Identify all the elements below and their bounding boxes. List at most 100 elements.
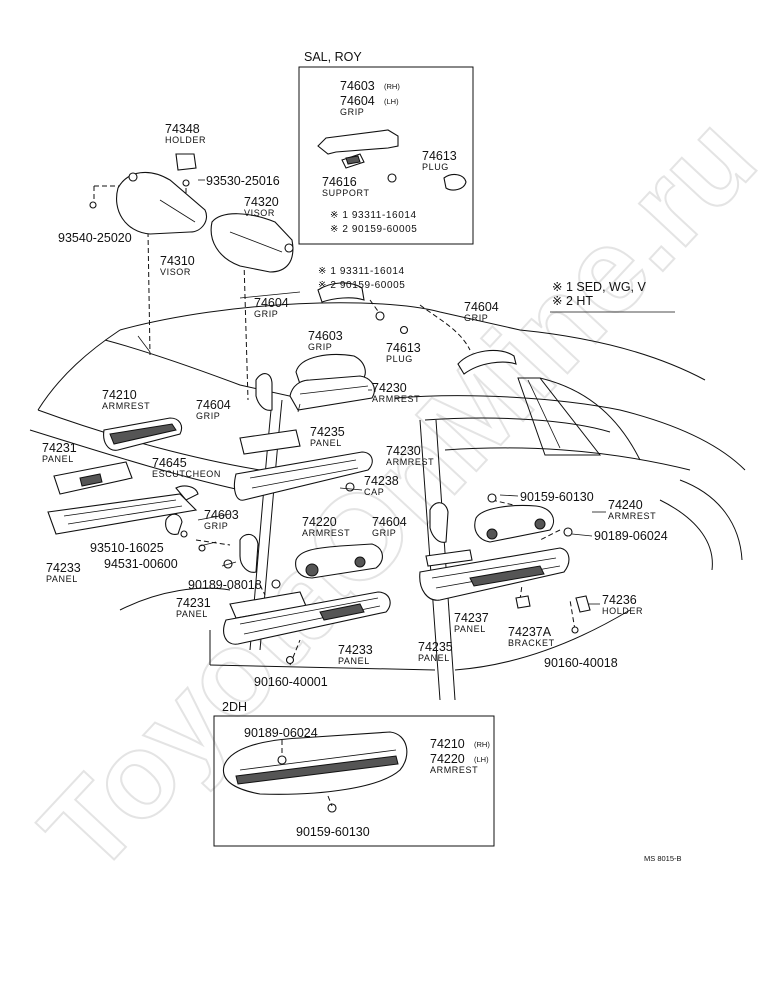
label-labels-panel-74231-b-no: 74231 bbox=[176, 596, 211, 610]
label-labels-armrest-74220-name: ARMREST bbox=[302, 528, 350, 538]
label-labels-armrest-74210-name: ARMREST bbox=[102, 401, 150, 411]
label-labels-grip-74604-b-no: 74604 bbox=[464, 300, 499, 314]
armrest-74230-b-shape bbox=[233, 451, 373, 501]
label-labels-armrest-74230-a-name: ARMREST bbox=[372, 394, 420, 404]
label-labels-grip-74604-c-no: 74604 bbox=[196, 398, 231, 412]
holder-74236-shape bbox=[575, 595, 591, 613]
panel-74233-b-shape bbox=[223, 591, 391, 645]
label-boxes-dh2-armrest-lh: 74220 bbox=[430, 752, 465, 766]
label-labels-armrest-74230-b-no: 74230 bbox=[386, 444, 421, 458]
label-labels-grip-74603-a-name: GRIP bbox=[308, 342, 332, 352]
label-boxes-sal-roy-screw1: ※ 1 93311-16014 bbox=[330, 210, 417, 221]
label-labels-grip-74604-b-name: GRIP bbox=[464, 313, 488, 323]
label-labels-panel-74235-a-no: 74235 bbox=[310, 425, 345, 439]
label-screw-notes-line1: ※ 1 93311-16014 bbox=[318, 266, 405, 277]
label-labels-p90189-08018-no: 90189-08018 bbox=[188, 578, 262, 592]
label-labels-grip-74604-a-no: 74604 bbox=[254, 296, 289, 310]
label-labels-escutcheon-74645-name: ESCUTCHEON bbox=[152, 469, 221, 479]
label-labels-p93540-no: 93540-25020 bbox=[58, 231, 132, 245]
2dh-title: 2DH bbox=[222, 700, 247, 714]
sal-roy-inset: SAL, ROY 74603 (RH) 74604 (LH) GRIP 7461… bbox=[298, 50, 474, 245]
label-boxes-dh2-armrest-rh: 74210 bbox=[430, 737, 465, 751]
label-pointers bbox=[197, 179, 606, 605]
label-labels-p93510-no: 93510-16025 bbox=[90, 541, 164, 555]
label-labels-holder-74236-name: HOLDER bbox=[602, 606, 643, 616]
label-boxes-sal-roy-plug-name: PLUG bbox=[422, 162, 449, 172]
escutcheon-74645-shape bbox=[175, 485, 199, 501]
visor-74320-shape bbox=[210, 213, 294, 273]
label-labels-visor-74310-no: 74310 bbox=[160, 254, 195, 268]
label-boxes-sal-roy-plug-no: 74613 bbox=[422, 149, 457, 163]
grip-74603-b-shape bbox=[165, 513, 183, 535]
label-labels-plug-74613-no: 74613 bbox=[386, 341, 421, 355]
label-labels-cap-74238-name: CAP bbox=[364, 487, 384, 497]
label-boxes-dh2-armrest-rh-side: (RH) bbox=[474, 740, 490, 749]
bracket-74237A-shape bbox=[515, 595, 531, 609]
label-boxes-dh2-armrest-name: ARMREST bbox=[430, 765, 478, 775]
legend-item-1: ※ 1 SED, WG, V bbox=[552, 280, 646, 294]
label-boxes-dh2-screw-top: 90189-06024 bbox=[244, 726, 318, 740]
part-drawings bbox=[47, 129, 591, 813]
label-boxes-sal-roy-grip-lh: 74604 bbox=[340, 94, 375, 108]
sal-roy-title: SAL, ROY bbox=[304, 50, 362, 64]
part-labels: 74348 HOLDER 93530-25016 93540-25020 743… bbox=[42, 122, 668, 689]
legend: ※ 1 SED, WG, V ※ 2 HT bbox=[550, 280, 675, 313]
label-boxes-sal-roy-support-no: 74616 bbox=[322, 175, 357, 189]
label-boxes-dh2-armrest-lh-side: (LH) bbox=[474, 755, 489, 764]
label-labels-armrest-74240-name: ARMREST bbox=[608, 511, 656, 521]
label-labels-armrest-74210-no: 74210 bbox=[102, 388, 137, 402]
label-boxes-sal-roy-support-name: SUPPORT bbox=[322, 188, 370, 198]
label-labels-holder-74348-no: 74348 bbox=[165, 122, 200, 136]
label-labels-holder-74348-name: HOLDER bbox=[165, 135, 206, 145]
label-boxes-sal-roy-grip-rh: 74603 bbox=[340, 79, 375, 93]
panel-74235-a-shape bbox=[239, 429, 301, 455]
2dh-inset: 2DH 90189-06024 74210 (RH) 74220 (LH) AR… bbox=[213, 700, 495, 847]
visor-74310-shape bbox=[116, 171, 208, 235]
legend-item-2: ※ 2 HT bbox=[552, 294, 593, 308]
cap-74238-shape bbox=[345, 482, 355, 492]
label-labels-visor-74320-no: 74320 bbox=[244, 195, 279, 209]
label-labels-armrest-74230-b-name: ARMREST bbox=[386, 457, 434, 467]
label-labels-p90159-60130-no: 90159-60130 bbox=[520, 490, 594, 504]
label-boxes-dh2-screw-bottom: 90159-60130 bbox=[296, 825, 370, 839]
label-labels-panel-74231-a-no: 74231 bbox=[42, 441, 77, 455]
label-labels-visor-74320-name: VISOR bbox=[244, 208, 275, 218]
label-labels-escutcheon-74645-no: 74645 bbox=[152, 456, 187, 470]
label-labels-grip-74604-d-name: GRIP bbox=[372, 528, 396, 538]
label-labels-p90189-06024-no: 90189-06024 bbox=[594, 529, 668, 543]
label-labels-grip-74603-b-no: 74603 bbox=[204, 508, 239, 522]
label-labels-panel-74231-a-name: PANEL bbox=[42, 454, 74, 464]
label-labels-panel-74235-b-no: 74235 bbox=[418, 640, 453, 654]
label-labels-bracket-74237A-no: 74237A bbox=[508, 625, 552, 639]
label-labels-grip-74604-d-no: 74604 bbox=[372, 515, 407, 529]
screw-notes: ※ 1 93311-16014 ※ 2 90159-60005 bbox=[318, 266, 405, 291]
label-labels-panel-74237-name: PANEL bbox=[454, 624, 486, 634]
label-labels-cap-74238-no: 74238 bbox=[364, 474, 399, 488]
label-labels-armrest-74240-no: 74240 bbox=[608, 498, 643, 512]
label-boxes-sal-roy-grip-rh-side: (RH) bbox=[384, 82, 400, 91]
grip-74604-c-shape bbox=[255, 373, 273, 411]
label-screw-notes-line2: ※ 2 90159-60005 bbox=[318, 280, 405, 291]
holder-74348-shape bbox=[175, 153, 197, 171]
label-labels-grip-74604-a-name: GRIP bbox=[254, 309, 278, 319]
label-labels-panel-74233-b-no: 74233 bbox=[338, 643, 373, 657]
label-labels-grip-74604-c-name: GRIP bbox=[196, 411, 220, 421]
label-labels-p90160-40001-no: 90160-40001 bbox=[254, 675, 328, 689]
label-labels-p93530-no: 93530-25016 bbox=[206, 174, 280, 188]
panel-74235-b-shape bbox=[425, 549, 473, 567]
label-boxes-sal-roy-grip-lh-side: (LH) bbox=[384, 97, 399, 106]
label-labels-panel-74231-b-name: PANEL bbox=[176, 609, 208, 619]
label-labels-panel-74233-a-no: 74233 bbox=[46, 561, 81, 575]
label-labels-grip-74603-b-name: GRIP bbox=[204, 521, 228, 531]
label-labels-plug-74613-name: PLUG bbox=[386, 354, 413, 364]
label-boxes-sal-roy-grip-name: GRIP bbox=[340, 107, 364, 117]
grip-74604-a-shape bbox=[317, 282, 365, 303]
label-boxes-sal-roy-screw2: ※ 2 90159-60005 bbox=[330, 224, 417, 235]
label-labels-panel-74237-no: 74237 bbox=[454, 611, 489, 625]
label-labels-panel-74233-b-name: PANEL bbox=[338, 656, 370, 666]
vehicle-body-outline bbox=[29, 302, 746, 701]
label-labels-panel-74235-a-name: PANEL bbox=[310, 438, 342, 448]
plug-74613-shape bbox=[399, 325, 409, 335]
label-labels-bracket-74237A-name: BRACKET bbox=[508, 638, 555, 648]
